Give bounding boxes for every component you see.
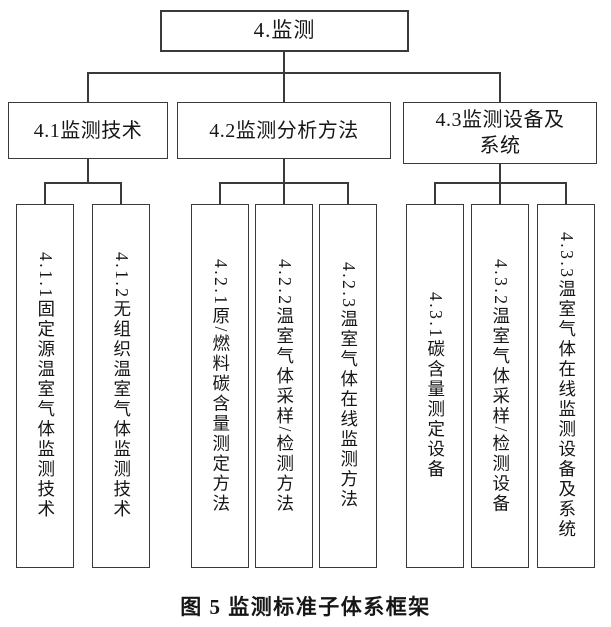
connector-stub-4-2: [283, 158, 285, 205]
node-4-1-1: 4.1.1固定源温室气体监测技术: [16, 204, 74, 568]
node-4-3-2: 4.3.2温室气体采样/检测设备: [471, 204, 529, 568]
node-4-2-1-label: 4.2.1原/燃料碳含量测定方法: [210, 258, 231, 514]
node-4-3-1: 4.3.1碳含量测定设备: [406, 204, 464, 568]
node-4-1-1-label: 4.1.1固定源温室气体监测技术: [35, 252, 56, 520]
connector-root-to-bar: [283, 52, 285, 103]
node-root: 4.监测: [160, 10, 409, 52]
connector-level1-bar: [87, 72, 501, 74]
connector-stub-4-3: [499, 163, 501, 205]
node-4-3: 4.3监测设备及系统: [403, 102, 597, 164]
connector-drop-4-2-3: [347, 182, 349, 205]
node-4-1-label: 4.1监测技术: [33, 119, 143, 142]
connector-drop-4-3-1: [434, 182, 436, 205]
connector-bar-4-3: [434, 182, 567, 184]
node-4-1-2-label: 4.1.2无组织温室气体监测技术: [111, 252, 132, 520]
connector-bar-4-2: [219, 182, 349, 184]
connector-drop-4-3: [499, 72, 501, 103]
node-4-3-2-label: 4.3.2温室气体采样/检测设备: [490, 258, 511, 514]
connector-drop-4-3-3: [565, 182, 567, 205]
connector-drop-4-2-1: [219, 182, 221, 205]
node-4-2-3: 4.2.3温室气体在线监测方法: [319, 204, 377, 568]
node-4-3-3: 4.3.3温室气体在线监测设备及系统: [537, 204, 595, 568]
node-4-3-3-label: 4.3.3温室气体在线监测设备及系统: [556, 232, 577, 540]
figure-caption: 图 5 监测标准子体系框架: [180, 595, 431, 619]
node-4-1: 4.1监测技术: [8, 102, 168, 159]
node-4-3-1-label: 4.3.1碳含量测定设备: [425, 292, 446, 480]
connector-bar-4-1: [44, 182, 122, 184]
node-4-2-3-label: 4.2.3温室气体在线监测方法: [338, 262, 359, 510]
node-4-2-label: 4.2监测分析方法: [209, 119, 359, 142]
connector-drop-4-1-2: [120, 182, 122, 205]
node-4-2-2-label: 4.2.2温室气体采样/检测方法: [274, 258, 295, 514]
node-root-label: 4.监测: [253, 18, 316, 43]
node-4-2: 4.2监测分析方法: [177, 102, 391, 159]
node-4-2-2: 4.2.2温室气体采样/检测方法: [255, 204, 313, 568]
connector-drop-4-1: [87, 72, 89, 103]
node-4-3-label: 4.3监测设备及系统: [435, 109, 565, 157]
node-4-2-1: 4.2.1原/燃料碳含量测定方法: [191, 204, 249, 568]
connector-stub-4-1: [87, 158, 89, 183]
node-4-1-2: 4.1.2无组织温室气体监测技术: [92, 204, 150, 568]
connector-drop-4-1-1: [44, 182, 46, 205]
